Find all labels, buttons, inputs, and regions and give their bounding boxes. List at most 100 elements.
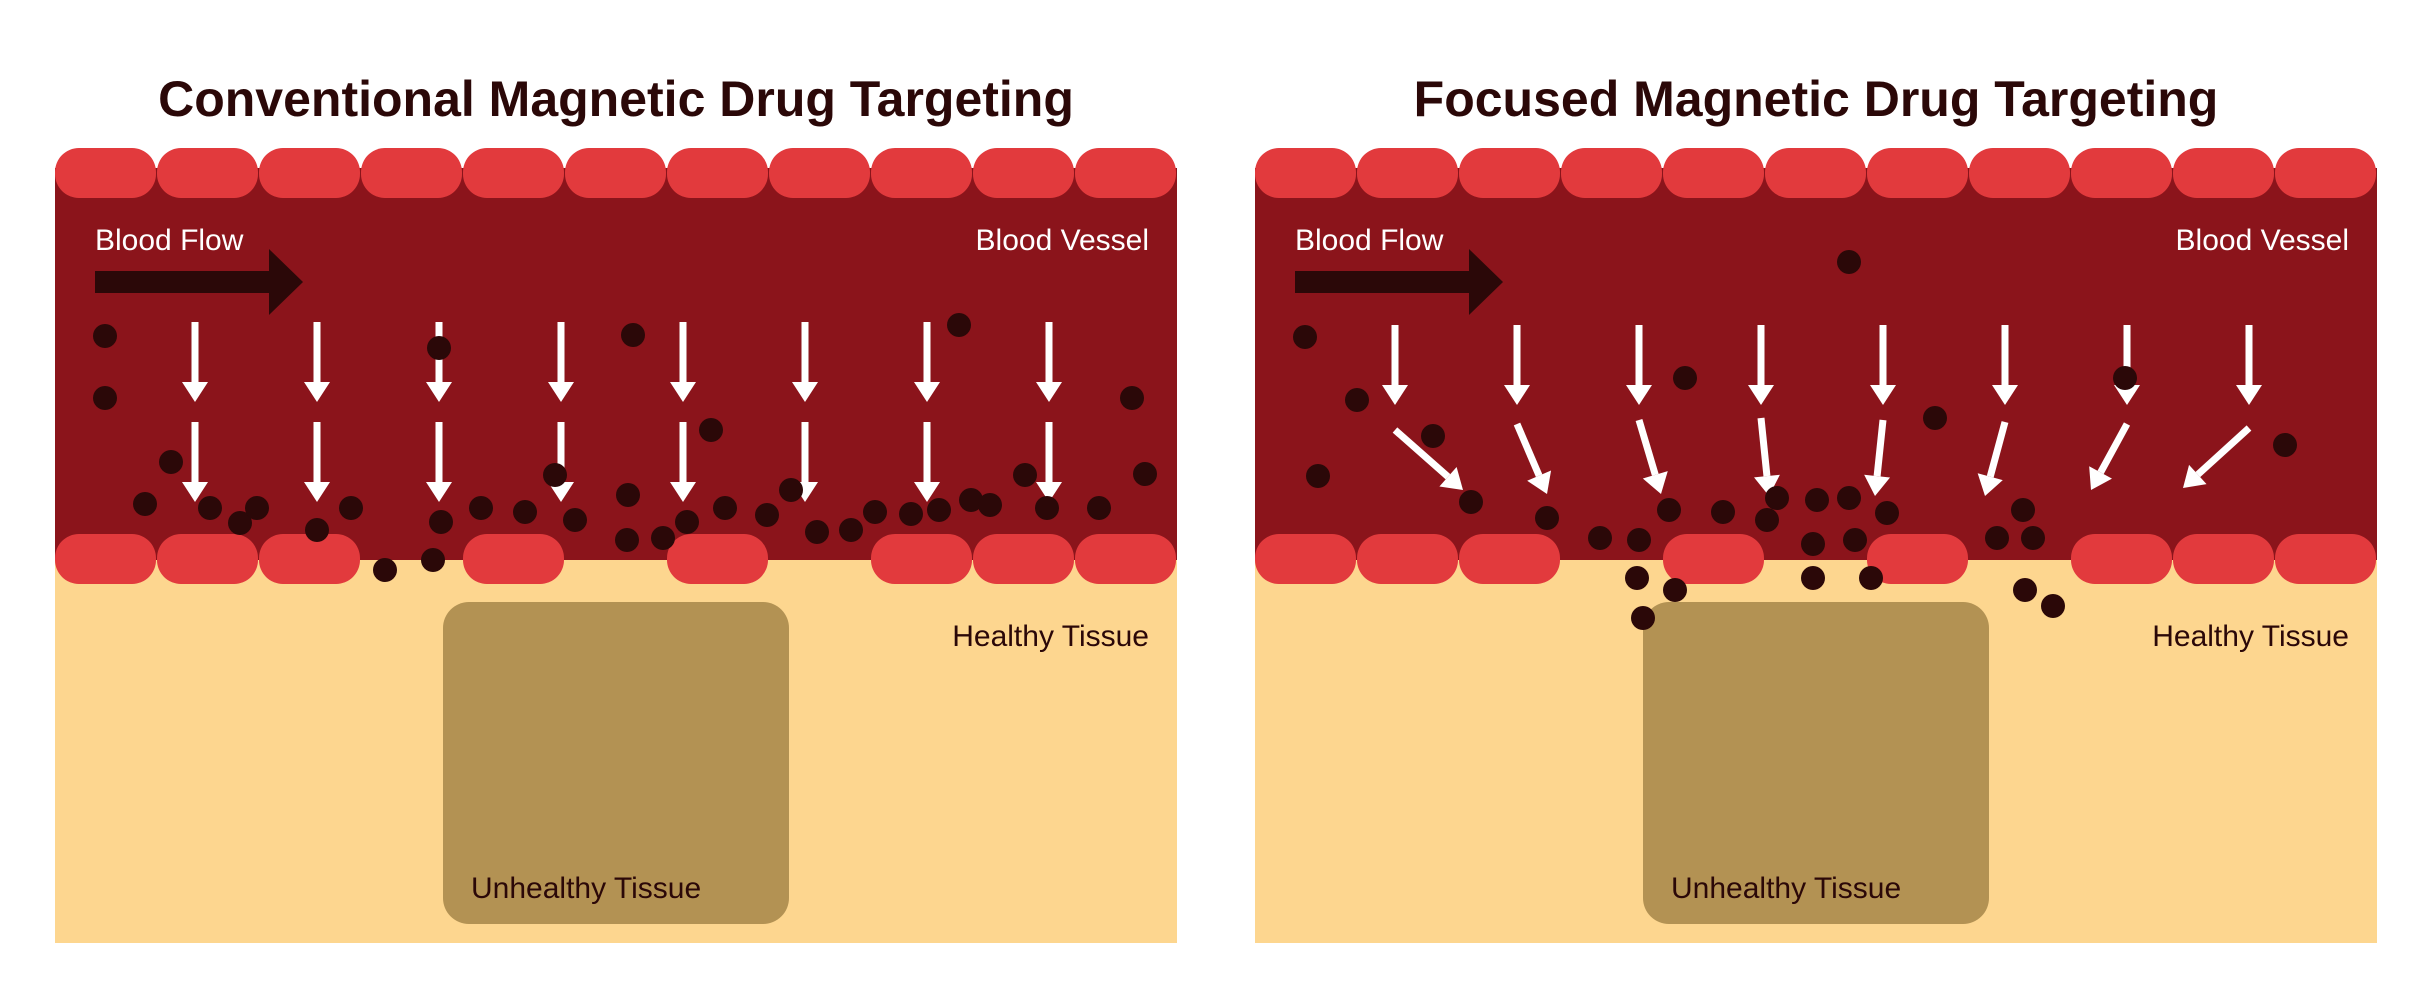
nanoparticle <box>1875 501 1899 525</box>
magnetic-force-arrow <box>182 422 208 502</box>
nanoparticle <box>1306 464 1330 488</box>
nanoparticle <box>1345 388 1369 412</box>
blood-vessel-cell <box>973 534 1074 584</box>
unhealthy-tissue-label: Unhealthy Tissue <box>471 872 701 905</box>
bottom-vessel-wall <box>1255 534 2376 584</box>
blood-vessel-cell <box>1357 534 1458 584</box>
blood-vessel-cell <box>1969 148 2070 198</box>
magnetic-force-arrow <box>1036 422 1062 502</box>
nanoparticle <box>1923 406 1947 430</box>
nanoparticle <box>1293 325 1317 349</box>
nanoparticle <box>2273 433 2297 457</box>
blood-vessel-cell <box>2071 534 2172 584</box>
nanoparticle <box>1755 508 1779 532</box>
nanoparticles <box>93 313 1157 582</box>
nanoparticle <box>1588 526 1612 550</box>
top-vessel-wall <box>1255 148 2376 198</box>
magnetic-force-arrow <box>1382 325 1408 405</box>
nanoparticle <box>1459 490 1483 514</box>
nanoparticle <box>245 496 269 520</box>
nanoparticle <box>1631 606 1655 630</box>
blood-vessel-cell <box>55 148 156 198</box>
blood-vessel-cell <box>157 148 258 198</box>
nanoparticle <box>839 518 863 542</box>
blood-vessel-cell <box>973 148 1074 198</box>
nanoparticle <box>978 493 1002 517</box>
nanoparticle <box>863 500 887 524</box>
magnetic-force-arrow <box>426 422 452 502</box>
magnetic-force-arrows <box>1382 325 2262 496</box>
nanoparticle <box>2041 594 2065 618</box>
magnetic-force-arrow <box>1748 325 1774 405</box>
magnetic-force-arrow <box>1992 325 2018 405</box>
nanoparticle <box>1985 526 2009 550</box>
nanoparticle <box>421 548 445 572</box>
magnetic-force-arrow <box>1864 419 1891 496</box>
nanoparticle <box>563 508 587 532</box>
magnetic-force-arrow <box>1626 325 1652 405</box>
nanoparticle <box>755 503 779 527</box>
blood-vessel-cell <box>1255 534 1356 584</box>
blood-vessel-cell <box>2275 148 2376 198</box>
magnetic-force-arrow <box>670 322 696 402</box>
nanoparticle <box>1837 250 1861 274</box>
magnetic-force-arrow <box>304 322 330 402</box>
magnetic-force-arrow <box>914 322 940 402</box>
blood-vessel-cell <box>1459 148 1560 198</box>
magnetic-force-arrow <box>1870 325 1896 405</box>
nanoparticle <box>616 483 640 507</box>
magnetic-force-arrow <box>2183 425 2252 488</box>
unhealthy-tissue <box>443 602 789 924</box>
blood-vessel-cell <box>2173 148 2274 198</box>
nanoparticle <box>675 510 699 534</box>
nanoparticle <box>1035 496 1059 520</box>
nanoparticle <box>133 492 157 516</box>
nanoparticle <box>1625 566 1649 590</box>
magnetic-force-arrow <box>670 422 696 502</box>
magnetic-force-arrow <box>1635 419 1668 494</box>
blood-vessel-cell <box>259 534 360 584</box>
magnetic-force-arrow <box>792 322 818 402</box>
nanoparticle <box>228 511 252 535</box>
magnetic-force-arrow <box>914 422 940 502</box>
nanoparticle <box>339 496 363 520</box>
healthy-tissue-label: Healthy Tissue <box>2152 620 2349 653</box>
nanoparticle <box>699 418 723 442</box>
blood-vessel-cell <box>1075 148 1176 198</box>
nanoparticle <box>2113 366 2137 390</box>
blood-vessel-cell <box>1459 534 1560 584</box>
blood-vessel-cell <box>1663 534 1764 584</box>
blood-vessel-cell <box>463 534 564 584</box>
nanoparticle <box>615 528 639 552</box>
blood-vessel-cell <box>1663 148 1764 198</box>
nanoparticle <box>2013 578 2037 602</box>
blood-vessel-cell <box>1867 534 1968 584</box>
nanoparticle <box>1837 486 1861 510</box>
nanoparticle <box>543 463 567 487</box>
nanoparticle <box>947 313 971 337</box>
blood-flow-label: Blood Flow <box>95 224 244 257</box>
nanoparticle <box>1120 386 1144 410</box>
magnetic-force-arrow <box>1977 421 2009 496</box>
nanoparticle <box>198 496 222 520</box>
nanoparticle <box>651 526 675 550</box>
blood-vessel-cell <box>463 148 564 198</box>
blood-vessel-cell <box>55 534 156 584</box>
nanoparticle <box>779 478 803 502</box>
unhealthy-tissue <box>1643 602 1989 924</box>
nanoparticle <box>1013 463 1037 487</box>
nanoparticle <box>1133 462 1157 486</box>
nanoparticle <box>1657 498 1681 522</box>
magnetic-force-arrow <box>1504 325 1530 405</box>
magnetic-force-arrow <box>1392 427 1463 490</box>
nanoparticle <box>1535 506 1559 530</box>
blood-vessel-cell <box>667 534 768 584</box>
magnetic-force-arrow <box>182 322 208 402</box>
magnetic-force-arrow <box>2089 422 2131 490</box>
nanoparticle <box>159 450 183 474</box>
magnetic-force-arrow <box>304 422 330 502</box>
unhealthy-tissue-label: Unhealthy Tissue <box>1671 872 1901 905</box>
nanoparticle <box>713 496 737 520</box>
